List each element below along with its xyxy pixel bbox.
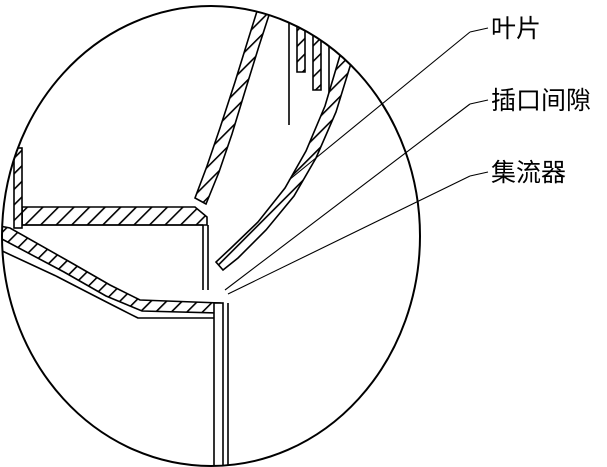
shroud xyxy=(214,14,353,272)
inlet-pipe xyxy=(213,302,229,466)
detail-circle xyxy=(1,5,421,467)
leader-lines xyxy=(224,27,489,295)
blade xyxy=(21,6,272,226)
leader-inlet-gap xyxy=(224,103,471,291)
collector xyxy=(2,225,221,314)
leader-collector xyxy=(227,175,471,295)
label-collector: 集流器 xyxy=(491,158,566,187)
guide-lines xyxy=(2,225,215,319)
label-blade: 叶片 xyxy=(491,14,541,43)
leader-blade xyxy=(288,31,471,181)
left-plate xyxy=(13,147,23,229)
label-inlet-gap: 插口间隙 xyxy=(491,86,591,115)
